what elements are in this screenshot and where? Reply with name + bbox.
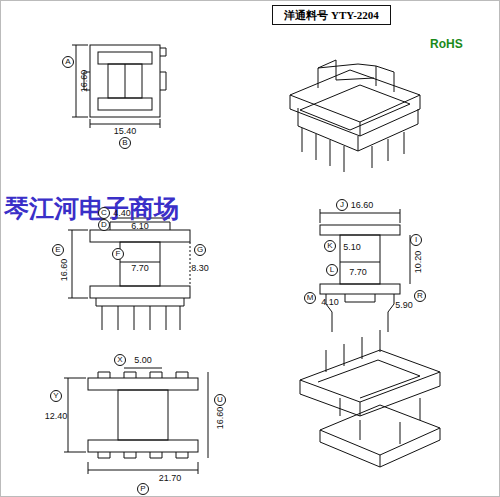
dimension-value: 21.70	[159, 474, 182, 483]
dimension-letter: R	[414, 290, 426, 302]
dimension-value: 16.60	[216, 407, 225, 430]
dimension-value: 16.60	[80, 70, 89, 93]
dimension-value: 16.60	[351, 201, 374, 210]
dimension-letter: A	[62, 56, 74, 68]
dimension-value: 6.10	[131, 222, 149, 231]
dimension-value: 15.40	[114, 127, 137, 136]
dimension-value: 8.30	[191, 264, 209, 273]
dimension-value: 7.70	[349, 268, 367, 277]
dimension-letter: I	[410, 234, 422, 246]
dimension-value: 4.40	[113, 209, 131, 218]
rohs-mark: RoHS	[430, 38, 463, 50]
dimension-letter: X	[114, 354, 126, 366]
dimension-value: 5.00	[134, 356, 152, 365]
dimension-value: 10.20	[414, 251, 423, 274]
part-number-box: 洋通料号 YTY-2204	[272, 5, 391, 25]
dimension-letter: J	[336, 199, 348, 211]
dimension-letter: Y	[50, 390, 62, 402]
dimension-letter: K	[324, 240, 336, 252]
part-number: 洋通料号 YTY-2204	[284, 8, 379, 23]
dimension-letter: C	[98, 207, 110, 219]
dimension-value: 7.70	[131, 264, 149, 273]
dimension-letter: G	[194, 244, 206, 256]
dimension-letter: M	[304, 292, 316, 304]
dimension-value: 5.10	[343, 243, 361, 252]
dimension-letter: U	[214, 394, 226, 406]
dimension-value: 4.10	[321, 298, 339, 307]
dimension-letter: E	[52, 244, 64, 256]
dimension-value: 16.60	[60, 259, 69, 282]
watermark: 琴江河电子商场	[4, 196, 179, 221]
dimension-value: 12.40	[45, 412, 68, 421]
dimension-letter: B	[119, 137, 131, 149]
dimension-value: 5.90	[395, 301, 413, 310]
dimension-letter: D	[98, 219, 110, 231]
dimension-letter: P	[137, 483, 149, 495]
dimension-letter: F	[112, 248, 124, 260]
dimension-letter: L	[326, 264, 338, 276]
